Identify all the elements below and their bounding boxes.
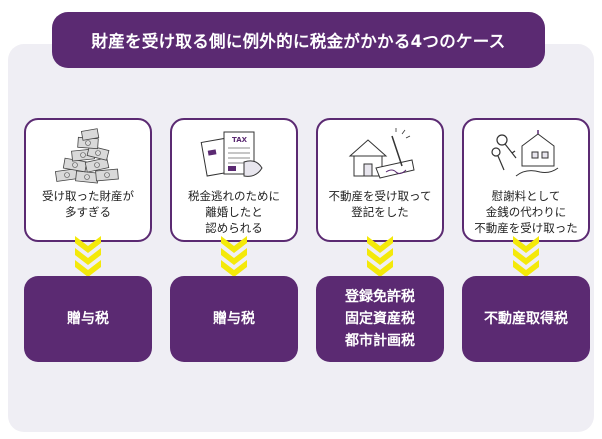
house-signing-icon (348, 128, 415, 179)
case-condition-text: 慰謝料として 金銭の代わりに 不動産を受け取った (474, 189, 578, 235)
house-keys-hand-icon (491, 130, 559, 177)
case-card-2: TAX 税金逃れのために 離婚したと 認められる (170, 118, 298, 242)
tax-result-2: 贈与税 (170, 276, 298, 362)
chevron-down-arrows-icon (513, 236, 539, 277)
chevron-down-arrows-icon (221, 236, 247, 277)
case-condition-text: 受け取った財産が 多すぎる (42, 189, 134, 219)
chevron-down-arrows-icon (75, 236, 101, 277)
tax-result-3: 登録免許税 固定資産税 都市計画税 (316, 276, 444, 362)
pile-of-money-icon (54, 128, 119, 184)
tax-result-1: 贈与税 (24, 276, 152, 362)
tax-result-4: 不動産取得税 (462, 276, 590, 362)
case-condition-text: 税金逃れのために 離婚したと 認められる (188, 189, 280, 235)
chevron-down-arrows-icon (367, 236, 393, 277)
case-card-3: 不動産を受け取って 登記をした (316, 118, 444, 242)
case-condition-text: 不動産を受け取って 登記をした (328, 189, 432, 219)
tax-documents-icon: TAX (200, 131, 263, 177)
tax-label: TAX (232, 136, 248, 144)
case-card-4: 慰謝料として 金銭の代わりに 不動産を受け取った (462, 118, 590, 242)
page-title: 財産を受け取る側に例外的に税金がかかる4つのケース (52, 12, 545, 68)
case-card-1: 受け取った財産が 多すぎる (24, 118, 152, 242)
